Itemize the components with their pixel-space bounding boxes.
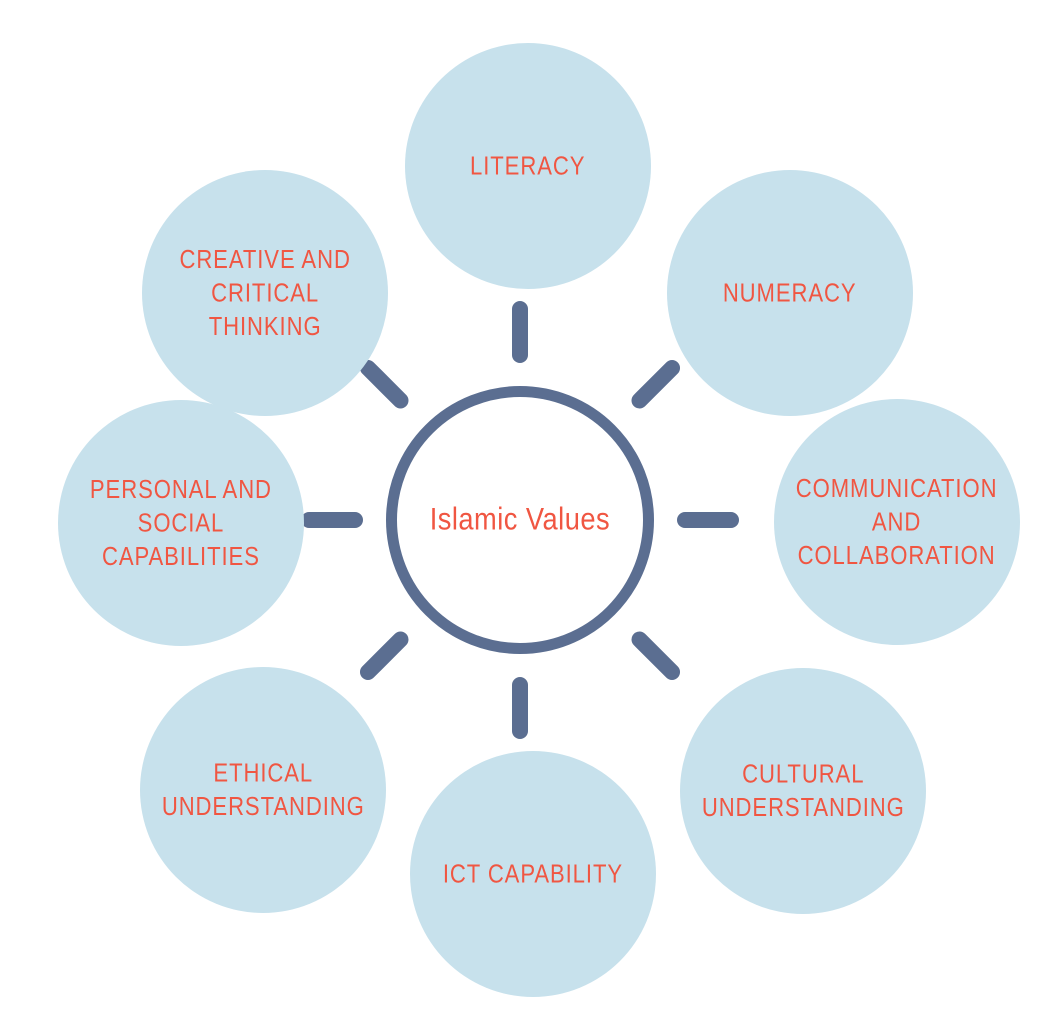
node-communication-and-collaboration: COMMUNICATION AND COLLABORATION bbox=[774, 399, 1020, 645]
node-label-creative-and-critical-thinking: CREATIVE AND CRITICAL THINKING bbox=[179, 244, 351, 342]
node-label-cultural-understanding: CULTURAL UNDERSTANDING bbox=[701, 759, 905, 823]
node-label-communication-and-collaboration: COMMUNICATION AND COLLABORATION bbox=[796, 473, 998, 571]
spoke-top bbox=[512, 301, 528, 363]
spoke-left bbox=[301, 512, 363, 528]
spoke-top-right bbox=[628, 356, 684, 412]
node-cultural-understanding: CULTURAL UNDERSTANDING bbox=[680, 668, 926, 914]
node-ethical-understanding: ETHICAL UNDERSTANDING bbox=[140, 667, 386, 913]
node-numeracy: NUMERACY bbox=[667, 170, 913, 416]
spoke-right bbox=[677, 512, 739, 528]
hub-circle: Islamic Values bbox=[386, 386, 654, 654]
hub-label: Islamic Values bbox=[429, 502, 611, 537]
spoke-top-left bbox=[356, 356, 412, 412]
node-label-numeracy: NUMERACY bbox=[723, 278, 857, 308]
node-creative-and-critical-thinking: CREATIVE AND CRITICAL THINKING bbox=[142, 170, 388, 416]
node-label-personal-and-social-capabilities: PERSONAL AND SOCIAL CAPABILITIES bbox=[89, 474, 273, 572]
spoke-bottom-right bbox=[628, 628, 684, 684]
spoke-bottom bbox=[512, 677, 528, 739]
node-literacy: LITERACY bbox=[405, 43, 651, 289]
node-label-ethical-understanding: ETHICAL UNDERSTANDING bbox=[161, 758, 365, 822]
spoke-bottom-left bbox=[356, 628, 412, 684]
node-personal-and-social-capabilities: PERSONAL AND SOCIAL CAPABILITIES bbox=[58, 400, 304, 646]
node-label-ict-capability: ICT CAPABILITY bbox=[442, 859, 624, 889]
node-label-literacy: LITERACY bbox=[470, 151, 586, 181]
node-ict-capability: ICT CAPABILITY bbox=[410, 751, 656, 997]
